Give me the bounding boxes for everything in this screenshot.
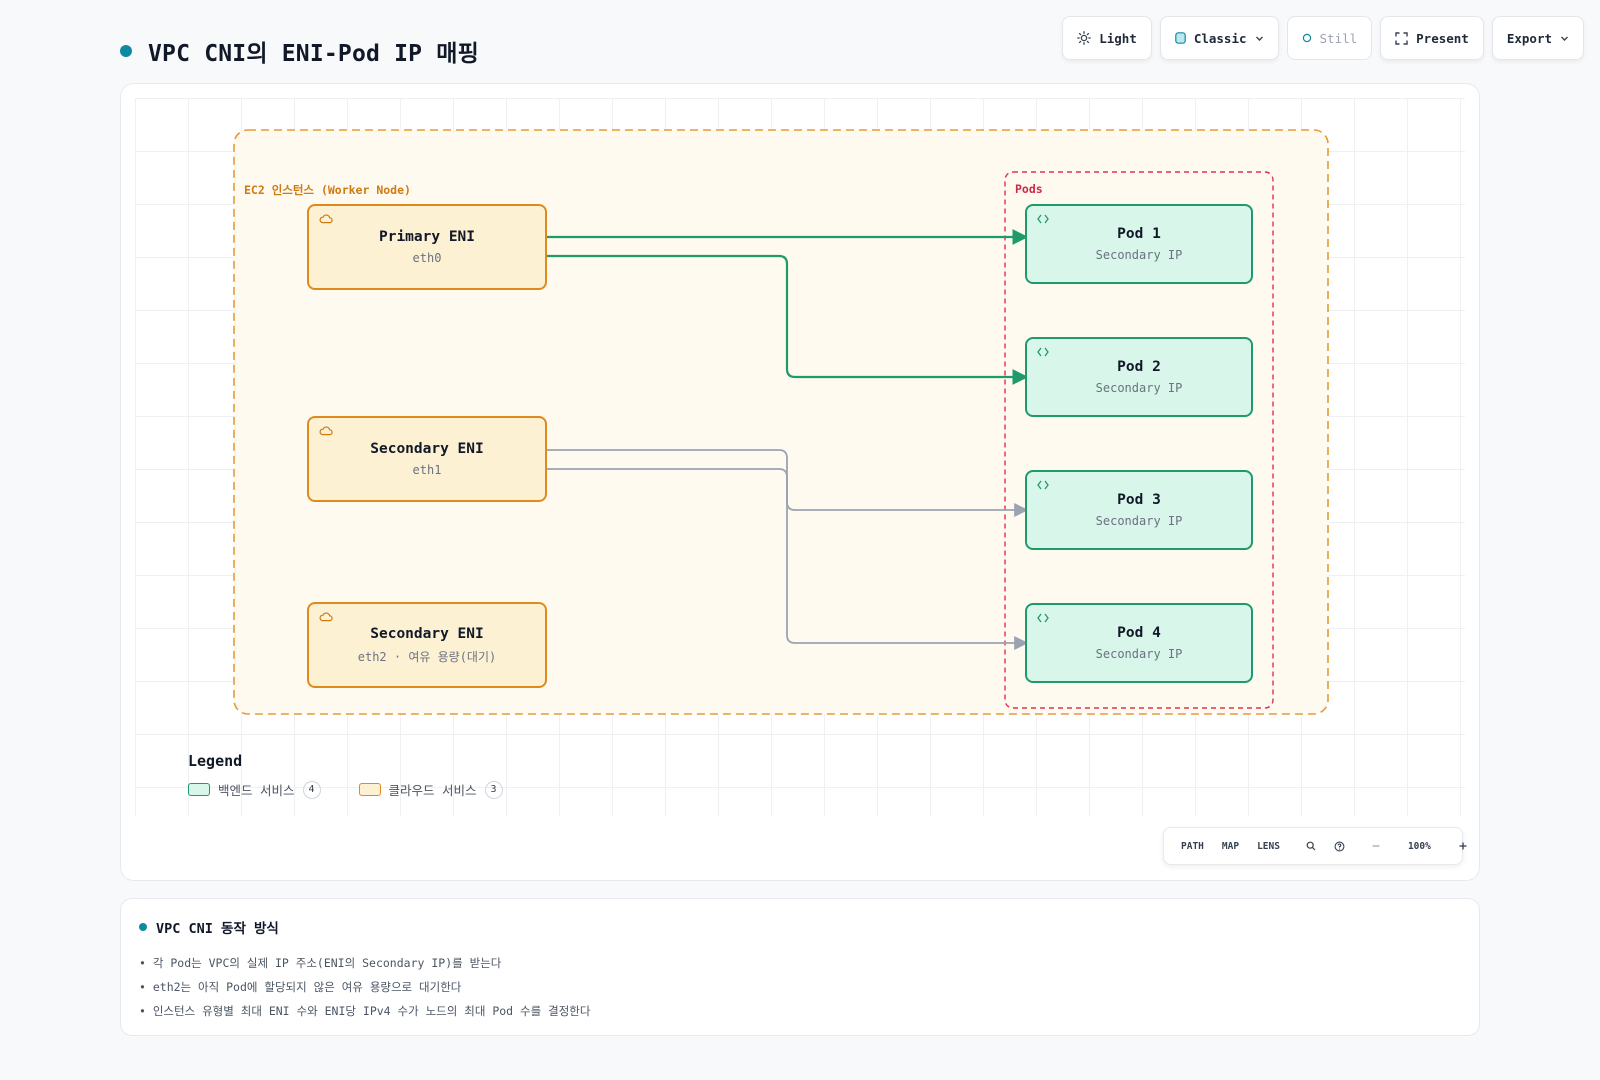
zoom-out-icon[interactable] bbox=[1362, 828, 1390, 864]
edge-eth0-pod2 bbox=[547, 254, 1029, 385]
circle-icon bbox=[1302, 33, 1312, 43]
legend-label: 클라우드 서비스 bbox=[388, 783, 477, 798]
lens-button[interactable]: LENS bbox=[1257, 840, 1280, 852]
chevron-down-icon bbox=[1560, 34, 1569, 43]
legend-title: Legend bbox=[188, 752, 243, 770]
info-item: • 각 Pod는 VPC의 실제 IP 주소(ENI의 Secondary IP… bbox=[139, 956, 502, 970]
still-toggle[interactable]: Still bbox=[1286, 16, 1373, 60]
top-toolbar: Light Classic Still Present Export bbox=[1062, 16, 1584, 60]
canvas-controls: PATH MAP LENS 100% bbox=[1163, 827, 1467, 865]
legend-swatch bbox=[358, 783, 381, 796]
zoom-in-icon[interactable] bbox=[1449, 828, 1477, 864]
eni-title: Secondary ENI bbox=[370, 625, 484, 642]
classic-label: Classic bbox=[1193, 30, 1247, 46]
cloud-icon bbox=[319, 426, 333, 436]
pod-title: Pod 4 bbox=[1117, 625, 1161, 641]
help-icon[interactable] bbox=[1325, 828, 1354, 864]
cloud-icon bbox=[319, 612, 333, 622]
edge-eth1-pod4 bbox=[547, 468, 1029, 650]
page-title: VPC CNI의 ENI-Pod IP 매핑 bbox=[148, 41, 479, 67]
title-dot-icon bbox=[120, 45, 132, 57]
pod-subtitle: Secondary IP bbox=[1095, 647, 1183, 661]
map-button[interactable]: MAP bbox=[1221, 840, 1240, 852]
eni-node-eth0[interactable]: Primary ENI eth0 bbox=[307, 204, 547, 290]
page-header: VPC CNI의 ENI-Pod IP 매핑 bbox=[120, 34, 479, 68]
palette-swatch-icon bbox=[1175, 32, 1186, 44]
eni-title: Primary ENI bbox=[378, 229, 476, 245]
code-brackets-icon bbox=[1037, 214, 1049, 224]
pods-group-box bbox=[1004, 171, 1274, 709]
legend-swatch bbox=[188, 783, 210, 796]
info-card: VPC CNI 동작 방식 • 각 Pod는 VPC의 실제 IP 주소(ENI… bbox=[120, 898, 1480, 1036]
eni-subtitle: eth1 bbox=[412, 463, 442, 477]
pod-subtitle: Secondary IP bbox=[1095, 514, 1183, 528]
pod-node-4[interactable]: Pod 4 Secondary IP bbox=[1025, 603, 1253, 683]
light-label: Light bbox=[1099, 30, 1137, 46]
ec2-group-label: EC2 인스턴스 (Worker Node) bbox=[238, 180, 417, 200]
pods-group-label: Pods bbox=[1009, 180, 1049, 198]
export-label: Export bbox=[1506, 30, 1552, 46]
path-button[interactable]: PATH bbox=[1181, 840, 1204, 852]
pod-title: Pod 2 bbox=[1117, 359, 1161, 375]
search-icon[interactable] bbox=[1297, 828, 1325, 864]
legend-item-cloud[interactable]: 클라우드 서비스 3 bbox=[358, 780, 503, 799]
present-label: Present bbox=[1416, 30, 1469, 46]
info-item: • eth2는 아직 Pod에 할당되지 않은 여유 용량으로 대기한다 bbox=[139, 980, 462, 994]
eni-node-eth2[interactable]: Secondary ENI eth2 · 여유 용량(대기) bbox=[307, 602, 547, 688]
pod-node-2[interactable]: Pod 2 Secondary IP bbox=[1025, 337, 1253, 417]
eni-subtitle: eth2 · 여유 용량(대기) bbox=[357, 649, 497, 664]
pod-title: Pod 3 bbox=[1117, 492, 1161, 508]
pod-node-1[interactable]: Pod 1 Secondary IP bbox=[1025, 204, 1253, 284]
legend-label: 백엔드 서비스 bbox=[218, 783, 295, 798]
present-button[interactable]: Present bbox=[1380, 16, 1484, 60]
still-label: Still bbox=[1319, 30, 1358, 46]
sun-icon bbox=[1077, 31, 1092, 45]
legend-count-badge: 3 bbox=[484, 780, 503, 799]
info-title: VPC CNI 동작 방식 bbox=[156, 921, 279, 937]
code-brackets-icon bbox=[1037, 347, 1049, 357]
legend: Legend 백엔드 서비스 4 클라우드 서비스 3 bbox=[188, 752, 503, 799]
pod-subtitle: Secondary IP bbox=[1095, 248, 1183, 262]
pod-node-3[interactable]: Pod 3 Secondary IP bbox=[1025, 470, 1253, 550]
pod-title: Pod 1 bbox=[1117, 226, 1161, 242]
cloud-icon bbox=[319, 214, 333, 224]
code-brackets-icon bbox=[1037, 613, 1049, 623]
legend-item-backend[interactable]: 백엔드 서비스 4 bbox=[188, 780, 321, 799]
chevron-down-icon bbox=[1255, 34, 1264, 43]
eni-subtitle: eth0 bbox=[412, 251, 442, 265]
info-item: • 인스턴스 유형별 최대 ENI 수와 ENI당 IPv4 수가 노드의 최대… bbox=[139, 1004, 591, 1018]
eni-title: Secondary ENI bbox=[370, 441, 484, 457]
style-dropdown[interactable]: Classic bbox=[1159, 16, 1279, 60]
pod-subtitle: Secondary IP bbox=[1095, 381, 1183, 395]
legend-count-badge: 4 bbox=[302, 780, 321, 799]
zoom-level: 100% bbox=[1407, 840, 1431, 852]
export-dropdown[interactable]: Export bbox=[1491, 16, 1584, 60]
info-list: • 각 Pod는 VPC의 실제 IP 주소(ENI의 Secondary IP… bbox=[139, 951, 1461, 1023]
eni-node-eth1[interactable]: Secondary ENI eth1 bbox=[307, 416, 547, 502]
code-brackets-icon bbox=[1037, 480, 1049, 490]
fullscreen-icon bbox=[1395, 31, 1408, 45]
info-dot-icon bbox=[139, 923, 147, 931]
light-theme-button[interactable]: Light bbox=[1062, 16, 1152, 60]
